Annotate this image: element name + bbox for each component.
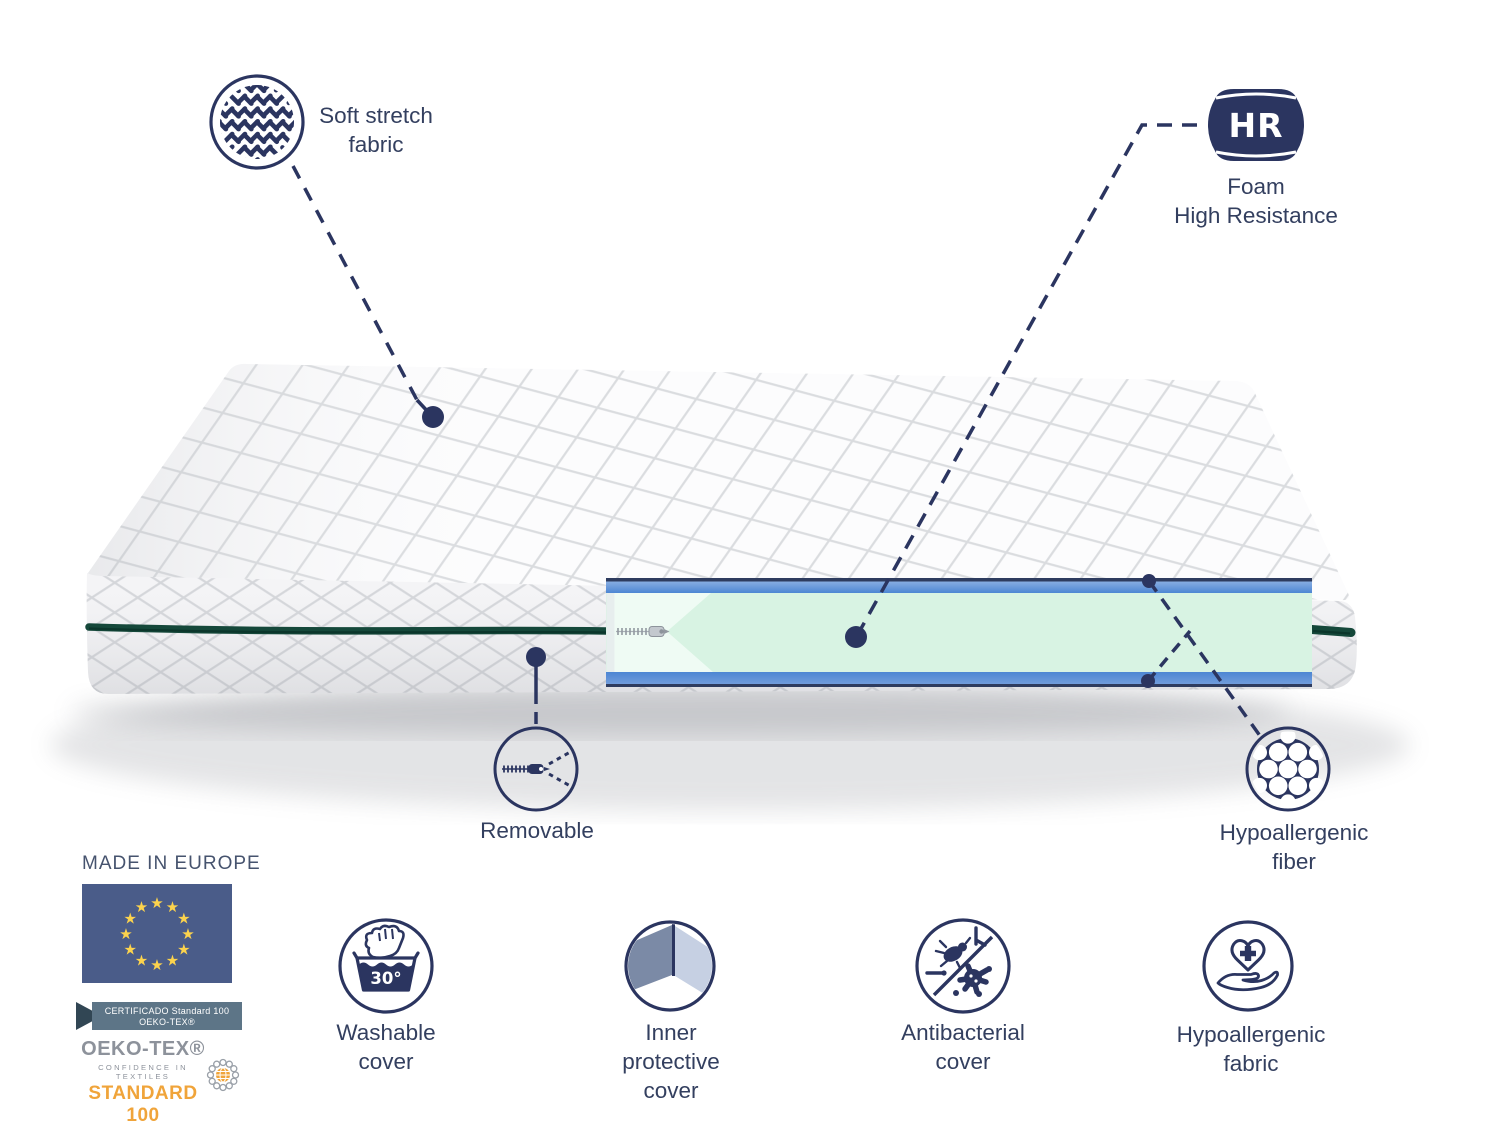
oeko-certificate-ribbon: CERTIFICADO Standard 100 OEKO-TEX® [76, 1002, 242, 1030]
svg-text:★: ★ [150, 895, 163, 912]
made-in-europe-label: MADE IN EUROPE [82, 853, 261, 874]
svg-text:★: ★ [181, 926, 194, 943]
antibacterial-label: Antibacterial cover [901, 1020, 1025, 1074]
hr-line2: High Resistance [1174, 203, 1338, 228]
oeko-title: OEKO-TEX® [81, 1038, 205, 1060]
ribbon-line2: OEKO-TEX® [139, 1017, 195, 1027]
soft-stretch-line2: fabric [348, 132, 404, 157]
hr-line1: Foam [1227, 174, 1285, 199]
fiber-line-top [1147, 579, 1265, 742]
svg-text:★: ★ [123, 910, 136, 927]
hand-glyph [364, 924, 405, 960]
removable-label: Removable [480, 818, 594, 843]
svg-text:★: ★ [119, 926, 132, 943]
heart-hand-icon [1202, 920, 1294, 1012]
hr-line [856, 123, 1197, 635]
cross-glyph [1240, 946, 1256, 961]
mattress-shadow [50, 679, 1410, 811]
cutaway-zipper [616, 626, 670, 637]
soft-stretch-line [291, 165, 419, 401]
zipper-icon [493, 726, 579, 812]
svg-text:★: ★ [177, 910, 190, 927]
oeko-subtitle: CONFIDENCE IN TEXTILES [98, 1063, 188, 1081]
ribbon-line1: CERTIFICADO Standard 100 [105, 1006, 230, 1016]
oeko-tex-logo: OEKO-TEX® CONFIDENCE IN TEXTILES STANDAR… [76, 1038, 210, 1125]
hr-badge-text: HR [1228, 106, 1283, 145]
svg-text:★: ★ [123, 941, 136, 958]
inner-cover-icon [624, 920, 716, 1012]
water-glyph [359, 962, 413, 990]
callout-connectors [291, 123, 1265, 742]
washable-label: Washable cover [336, 1020, 436, 1074]
svg-text:★: ★ [135, 953, 148, 970]
mattress-cutaway [606, 578, 1312, 687]
svg-text:★: ★ [166, 953, 179, 970]
wash-30-icon: 30° [338, 918, 434, 1014]
hr-dot [845, 626, 867, 648]
woven-fabric-icon [209, 74, 305, 170]
soft-stretch-label: Soft stretch fabric [319, 101, 433, 159]
hand-glyph [1216, 970, 1279, 992]
fiber-section-icon [1245, 726, 1331, 812]
svg-text:★: ★ [166, 899, 179, 916]
mite-glyph [934, 936, 972, 970]
removable-dot [526, 647, 546, 667]
soft-stretch-dot [422, 406, 444, 428]
wash-temperature: 30° [370, 969, 401, 988]
eu-stars: ★ ★ ★ ★ ★ ★ ★ ★ ★ ★ ★ ★ [119, 895, 194, 974]
soft-stretch-line1: Soft stretch [319, 103, 433, 128]
oeko-standard: STANDARD 100 [88, 1083, 198, 1125]
inner-cover-label: Inner protective cover [622, 1020, 720, 1103]
hypoallergenic-fabric-label: Hypoallergenic fabric [1176, 1022, 1326, 1076]
no-bacteria-icon [915, 918, 1011, 1014]
svg-text:★: ★ [150, 957, 163, 974]
svg-text:★: ★ [177, 941, 190, 958]
eu-flag: ★ ★ ★ ★ ★ ★ ★ ★ ★ ★ ★ ★ [82, 884, 232, 983]
zipper-line [85, 623, 1356, 637]
bacteria-glyph [953, 963, 992, 997]
mattress-top-face [88, 363, 1350, 601]
fiber-line-bottom [1146, 629, 1192, 683]
fiber-label: Hypoallergenic fiber [1219, 820, 1369, 874]
hr-foam-badge: HR [1208, 89, 1304, 161]
slash-glyph [932, 935, 994, 997]
svg-text:★: ★ [135, 899, 148, 916]
oeko-flower-icon [206, 1058, 240, 1092]
hr-label: Foam High Resistance [1174, 172, 1338, 230]
